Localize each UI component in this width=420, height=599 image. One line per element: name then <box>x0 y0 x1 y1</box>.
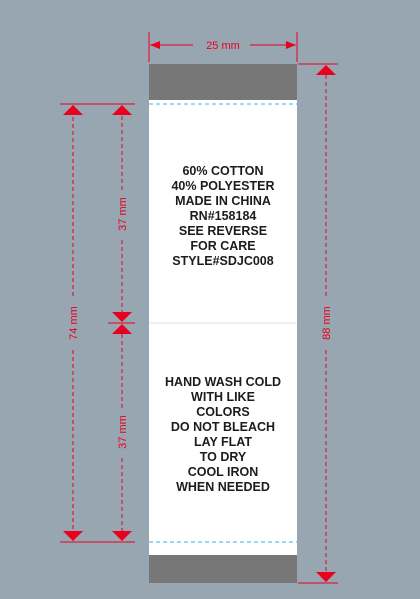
bottom-panel-dimension: 37 mm <box>112 324 132 541</box>
back-line-5: LAY FLAT <box>194 435 252 449</box>
front-line-4: RN#158184 <box>190 209 257 223</box>
total-length-dimension: 88 mm <box>298 63 338 584</box>
top-panel-dimension: 37 mm <box>108 105 135 324</box>
top-seam-allowance <box>149 64 297 100</box>
front-line-6: FOR CARE <box>190 239 255 253</box>
width-dimension: 25 mm <box>148 32 298 62</box>
bottom-panel-label: 37 mm <box>117 415 129 449</box>
total-length-label: 88 mm <box>321 306 333 340</box>
width-dimension-label: 25 mm <box>206 40 240 52</box>
bottom-seam-allowance <box>149 555 297 583</box>
back-line-3: COLORS <box>196 405 249 419</box>
front-panel-text: 60% COTTON 40% POLYESTER MADE IN CHINA R… <box>171 164 274 268</box>
label-body <box>149 100 297 555</box>
front-line-1: 60% COTTON <box>182 164 263 178</box>
back-line-2: WITH LIKE <box>191 390 255 404</box>
top-panel-label: 37 mm <box>117 197 129 231</box>
back-line-7: COOL IRON <box>188 465 259 479</box>
front-line-5: SEE REVERSE <box>179 224 267 238</box>
back-panel-text: HAND WASH COLD WITH LIKE COLORS DO NOT B… <box>165 375 281 494</box>
front-line-2: 40% POLYESTER <box>171 179 274 193</box>
back-line-8: WHEN NEEDED <box>176 480 270 494</box>
front-line-7: STYLE#SDJC008 <box>172 254 273 268</box>
folded-length-dimension: 74 mm <box>60 103 135 543</box>
back-line-6: TO DRY <box>200 450 247 464</box>
folded-length-label: 74 mm <box>68 306 80 340</box>
back-line-4: DO NOT BLEACH <box>171 420 275 434</box>
front-line-3: MADE IN CHINA <box>175 194 271 208</box>
back-line-1: HAND WASH COLD <box>165 375 281 389</box>
